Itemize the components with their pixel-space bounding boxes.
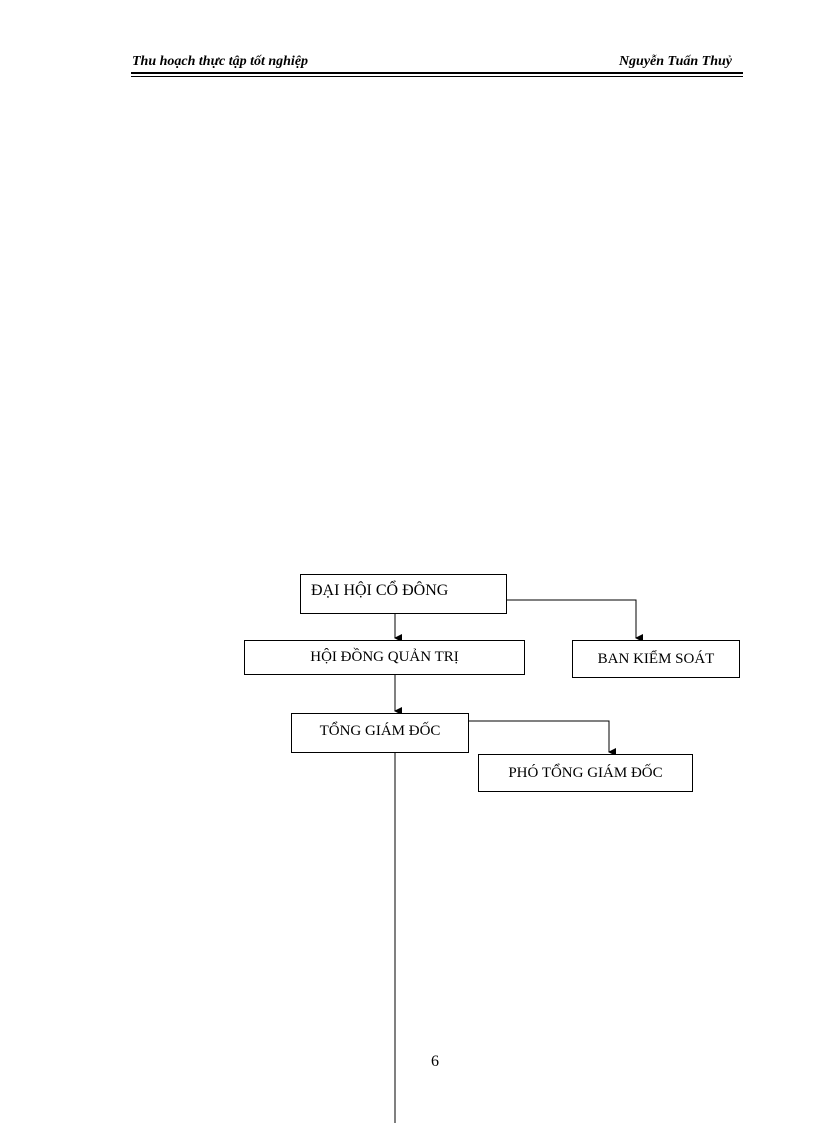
node-deputy-general-director: PHÓ TỔNG GIÁM ĐỐC [478, 754, 693, 792]
node-shareholders-meeting: ĐẠI HỘI CỔ ĐÔNG [300, 574, 507, 614]
connector-dhcd-bks [507, 599, 643, 642]
header-rule-secondary [131, 76, 743, 77]
document-title: Thu hoạch thực tập tốt nghiệp [132, 54, 309, 69]
header-rule [131, 72, 743, 74]
node-label: ĐẠI HỘI CỔ ĐÔNG [311, 582, 449, 599]
author-name: Nguyễn Tuấn Thuỷ [618, 54, 732, 69]
node-label: TỔNG GIÁM ĐỐC [319, 722, 441, 739]
node-general-director: TỔNG GIÁM ĐỐC [291, 713, 469, 753]
node-board-of-directors: HỘI ĐỒNG QUẢN TRỊ [244, 640, 525, 675]
node-label: PHÓ TỔNG GIÁM ĐỐC [508, 764, 663, 781]
page-number: 6 [431, 1053, 439, 1070]
connector-tgd-ptgd [469, 720, 616, 756]
node-label: HỘI ĐỒNG QUẢN TRỊ [310, 649, 459, 665]
node-supervisory-board: BAN KIỂM SOÁT [572, 640, 740, 678]
node-label: BAN KIỂM SOÁT [597, 650, 715, 667]
